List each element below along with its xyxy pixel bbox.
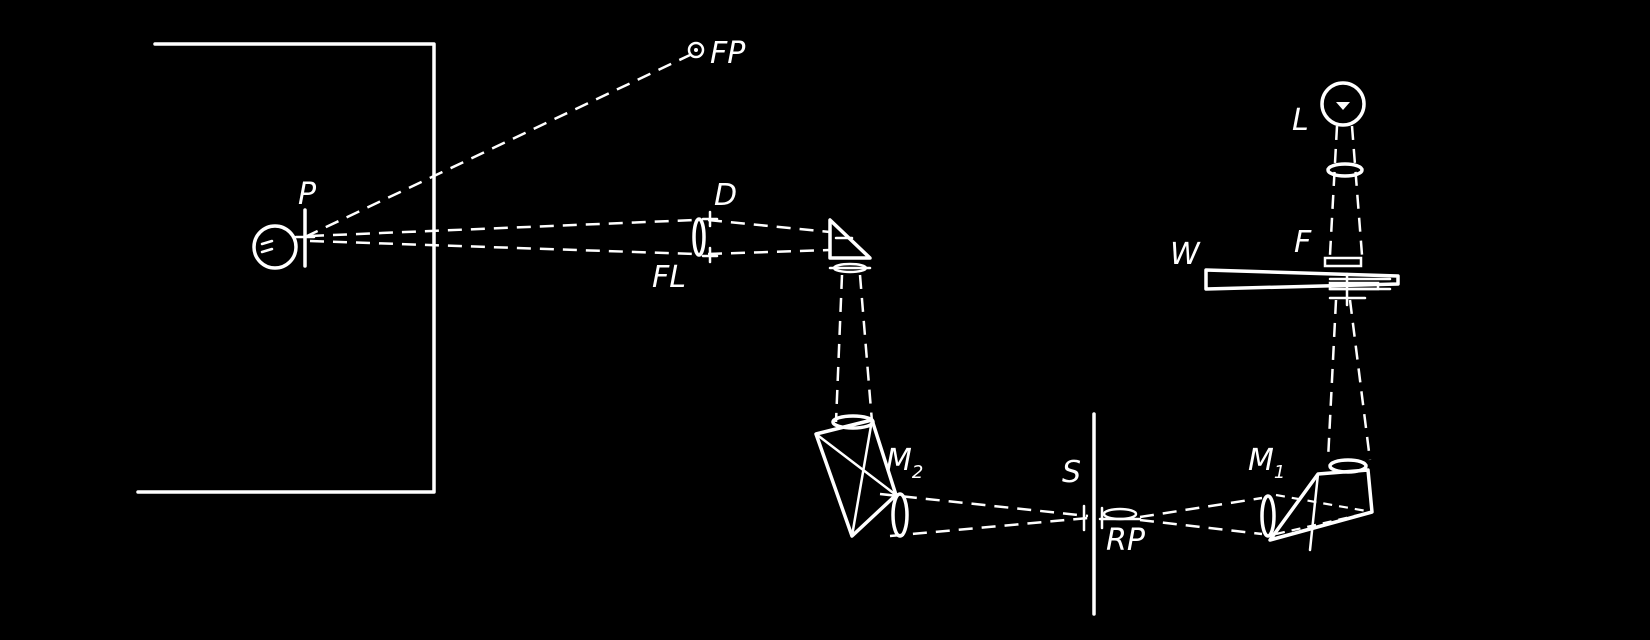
beam-m2-to-s — [879, 492, 1089, 538]
right-angle-prism — [828, 218, 872, 274]
beam-s-to-m1 — [1139, 493, 1373, 536]
label-w: W — [1170, 237, 1201, 272]
label-f: F — [1294, 225, 1312, 260]
lamp-beam — [1328, 125, 1364, 256]
m2-prism — [814, 414, 898, 538]
field-lens — [692, 210, 719, 264]
fixation-ray — [304, 53, 691, 239]
label-d: D — [714, 178, 737, 213]
fixation-point — [687, 41, 705, 59]
condenser-lens — [1326, 162, 1364, 178]
enclosure-outline — [136, 42, 436, 494]
m1-prism — [1268, 458, 1374, 552]
label-fl: FL — [652, 260, 686, 295]
screen-s — [1082, 412, 1104, 616]
observer-eye — [252, 208, 316, 270]
label-p: P — [298, 177, 317, 212]
reference-plate — [1098, 507, 1142, 521]
wedge-w — [1204, 268, 1400, 307]
vertical-beam-right — [1326, 299, 1372, 461]
label-l: L — [1292, 103, 1309, 138]
label-fp: FP — [710, 36, 746, 71]
m2-lens — [891, 492, 909, 538]
vertical-beam-left — [834, 274, 874, 423]
label-m2: M2 — [886, 443, 923, 483]
m1-lens — [1260, 494, 1276, 538]
label-m1: M1 — [1248, 443, 1285, 483]
lamp — [1320, 81, 1366, 127]
label-rp: RP — [1106, 523, 1146, 558]
filter-f — [1323, 256, 1363, 268]
label-s: S — [1062, 455, 1081, 490]
main-beam — [309, 218, 831, 256]
